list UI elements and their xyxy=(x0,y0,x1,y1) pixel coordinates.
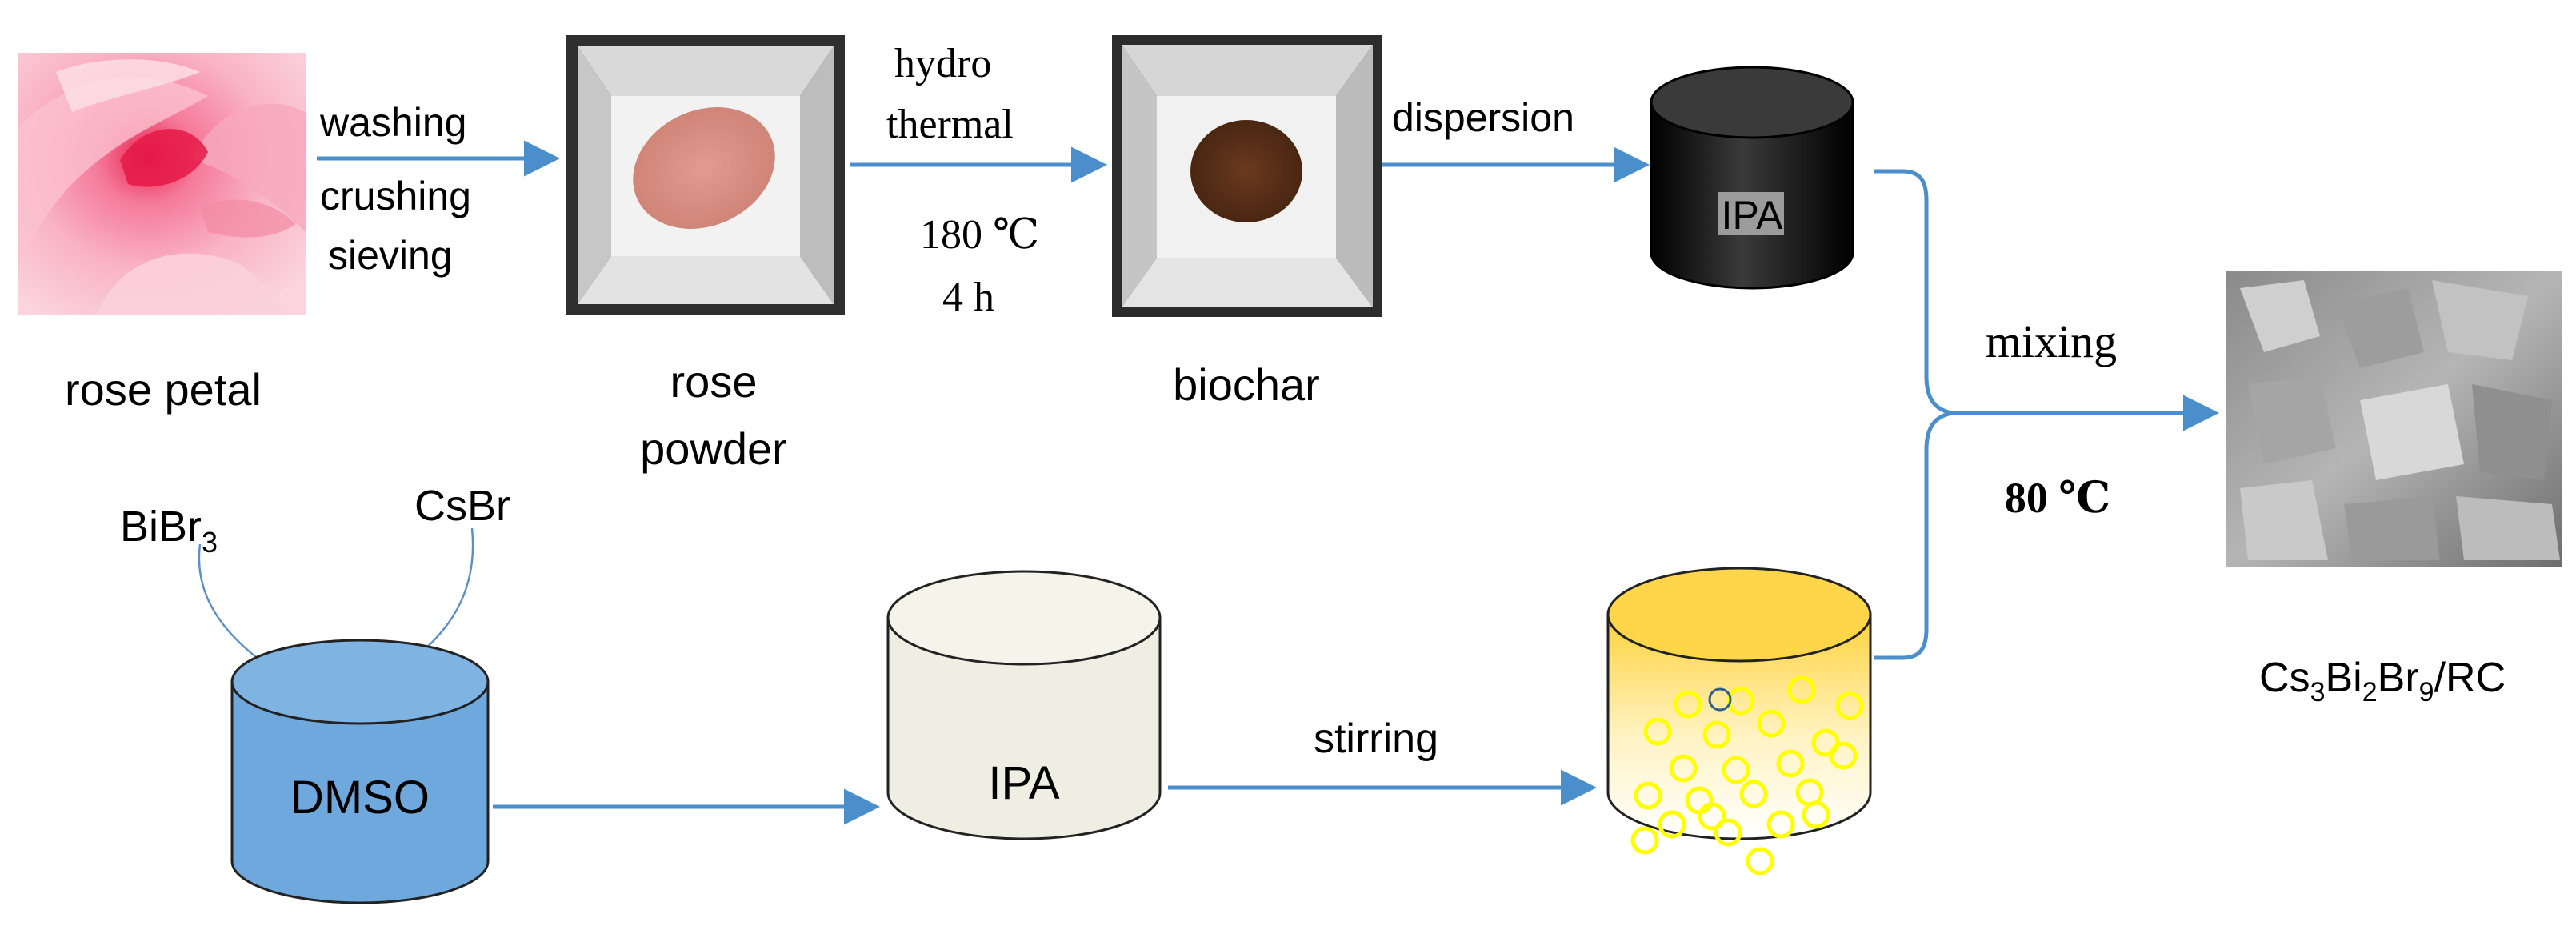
ipa-bottom-label: IPA xyxy=(988,757,1059,809)
particle xyxy=(1802,800,1830,829)
ipa-cylinder-black xyxy=(1650,66,1854,290)
particle xyxy=(1746,847,1774,876)
rose-powder-image xyxy=(566,35,845,315)
dmso-cylinder xyxy=(230,639,490,904)
precursor-cylinder xyxy=(1606,567,1872,840)
particle xyxy=(1658,810,1686,839)
ipa-top-label: IPA xyxy=(1722,193,1784,238)
particle xyxy=(1757,709,1786,738)
mix-temp-label: 80 ℃ xyxy=(2005,474,2110,522)
particle xyxy=(1702,720,1731,749)
particle xyxy=(1714,818,1742,847)
bibr3-label: BiBr3 xyxy=(120,503,218,559)
rose-powder-label-line2: powder xyxy=(640,423,787,474)
particle xyxy=(1835,691,1864,720)
bubble xyxy=(1708,687,1732,712)
sem-image xyxy=(2226,271,2562,567)
mixing-bracket xyxy=(1874,169,1953,660)
particle xyxy=(1698,802,1726,831)
particle xyxy=(1722,756,1750,784)
step1-sieving-label: sieving xyxy=(328,233,453,278)
stirring-label: stirring xyxy=(1314,716,1438,762)
biochar-label: biochar xyxy=(1173,359,1320,410)
ipa-cylinder-beige xyxy=(886,570,1162,840)
biochar-image xyxy=(1112,35,1382,317)
dmso-label: DMSO xyxy=(290,772,430,824)
particle xyxy=(1634,781,1662,810)
particle xyxy=(1829,741,1858,770)
particle xyxy=(1776,749,1805,778)
rose-petal-label: rose petal xyxy=(65,364,262,415)
particle xyxy=(1787,675,1816,704)
rose-petal-image xyxy=(18,53,306,315)
step1-crushing-label: crushing xyxy=(320,174,471,218)
dispersion-label: dispersion xyxy=(1392,95,1574,140)
particle xyxy=(1766,810,1795,839)
step2-thermal-label: thermal xyxy=(886,102,1014,147)
step2-temp-label: 180 ℃ xyxy=(920,212,1039,258)
particle xyxy=(1739,780,1768,808)
mixing-label: mixing xyxy=(1986,315,2117,367)
product-label: Cs3Bi2Br9/RC xyxy=(2259,655,2506,708)
precursor-particles xyxy=(1630,675,1864,876)
rose-powder-label-line1: rose xyxy=(670,356,758,407)
step2-hydro-label: hydro xyxy=(894,41,991,86)
particle xyxy=(1669,754,1698,783)
particle xyxy=(1726,687,1755,716)
csbr-label: CsBr xyxy=(414,482,510,530)
step2-time-label: 4 h xyxy=(942,275,994,320)
particle xyxy=(1630,826,1659,855)
particle xyxy=(1674,690,1702,719)
particle xyxy=(1643,717,1672,746)
step1-washing-label: washing xyxy=(319,100,466,145)
